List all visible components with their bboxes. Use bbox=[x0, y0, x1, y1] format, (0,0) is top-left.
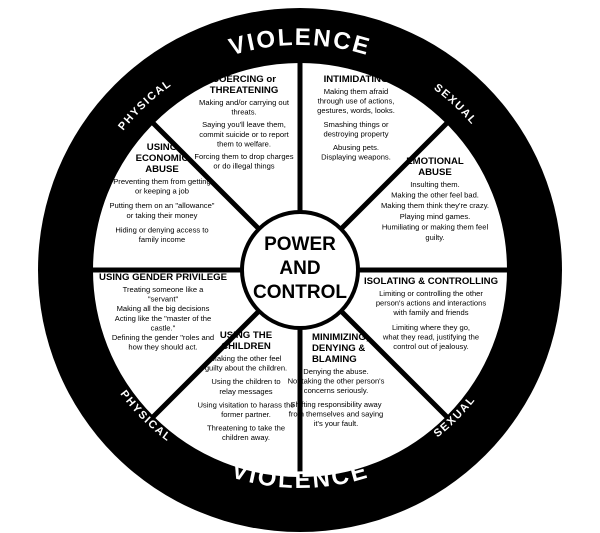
section-text-line: family income bbox=[139, 235, 185, 244]
section-text-line: it's your fault. bbox=[314, 419, 359, 428]
section-title: DENYING & bbox=[312, 343, 365, 354]
section-text-line: Shifting responsibility away bbox=[290, 400, 381, 409]
section-text-line: Making the other feel bad. bbox=[391, 191, 479, 200]
section-text-line: or keeping a job bbox=[135, 187, 189, 196]
hub-line-control: CONTROL bbox=[253, 282, 347, 303]
spoke-top-left bbox=[151, 121, 261, 231]
section-text-line: Treating someone like a bbox=[123, 285, 205, 294]
section-minimizing: MINIMIZING,DENYING &BLAMING Denying the a… bbox=[288, 332, 385, 428]
section-text-line: Making them afraid bbox=[324, 87, 389, 96]
section-text-line: guilty about the children. bbox=[205, 364, 287, 373]
section-text-line: Hiding or denying access to bbox=[115, 225, 208, 234]
section-text-line: former partner. bbox=[221, 410, 271, 419]
section-text-line: Humiliating or making them feel bbox=[382, 222, 489, 231]
section-text-line: Putting them on an "allowance" bbox=[109, 201, 214, 210]
section-title: USING GENDER PRIVILEGE bbox=[99, 272, 228, 283]
section-text-line: Making the other feel bbox=[211, 354, 282, 363]
section-title: ECONOMIC bbox=[136, 153, 189, 164]
center-hub bbox=[240, 210, 360, 330]
section-text-line: relay messages bbox=[219, 387, 272, 396]
section-text-line: "servant" bbox=[148, 295, 179, 304]
section-text-line: Limiting where they go, bbox=[392, 323, 470, 332]
section-text-line: with family and friends bbox=[392, 308, 468, 317]
section-title: MINIMIZING, bbox=[312, 332, 369, 343]
section-text-line: Using the children to bbox=[211, 377, 280, 386]
section-text-line: Smashing things or bbox=[323, 120, 388, 129]
section-title: ISOLATING & CONTROLLING bbox=[364, 276, 498, 287]
section-text-line: Using visitation to harass the bbox=[197, 400, 294, 409]
section-text-line: them to welfare. bbox=[217, 139, 271, 148]
section-text-line: gestures, words, looks. bbox=[317, 106, 395, 115]
section-text-line: or taking their money bbox=[127, 211, 198, 220]
section-text-line: Making them think they're crazy. bbox=[381, 201, 489, 210]
section-text-line: children away. bbox=[222, 433, 270, 442]
section-text-line: Not taking the other person's bbox=[288, 377, 385, 386]
section-text-line: Abusing pets. bbox=[333, 143, 379, 152]
wheel-spokes bbox=[92, 62, 508, 478]
section-title: COERCING or bbox=[212, 74, 276, 85]
section-title: ABUSE bbox=[418, 167, 452, 178]
section-text-line: Forcing them to drop charges bbox=[194, 152, 293, 161]
section-title: USING bbox=[147, 142, 177, 153]
section-text-line: castle." bbox=[151, 323, 176, 332]
section-text-line: Making all the big decisions bbox=[117, 304, 210, 313]
section-title: INTIMIDATING bbox=[324, 74, 389, 85]
section-title: ABUSE bbox=[145, 164, 179, 175]
section-title: BLAMING bbox=[312, 354, 357, 365]
hub-line-power: POWER bbox=[264, 234, 336, 255]
section-text-line: Saying you'll leave them, bbox=[202, 120, 286, 129]
section-text-line: threats. bbox=[231, 108, 256, 117]
section-text-line: Insulting them. bbox=[410, 180, 459, 189]
section-text-line: commit suicide or to report bbox=[199, 130, 289, 139]
section-title: USING THE bbox=[220, 330, 273, 341]
section-text-line: what they read, justifying the bbox=[382, 332, 479, 341]
section-text-line: concerns seriously. bbox=[304, 386, 368, 395]
section-text-line: Threatening to take the bbox=[207, 424, 285, 433]
section-text-line: from themselves and saying bbox=[289, 409, 384, 418]
section-text-line: guilty. bbox=[425, 233, 444, 242]
section-text-line: or do illegal things bbox=[213, 162, 274, 171]
section-text-line: through use of actions, bbox=[318, 97, 395, 106]
section-text-line: control out of jealousy. bbox=[393, 342, 468, 351]
section-text-line: Denying the abuse. bbox=[303, 367, 368, 376]
section-text-line: destroying property bbox=[323, 129, 388, 138]
section-text-line: Preventing them from getting bbox=[113, 177, 211, 186]
hub-line-and: AND bbox=[279, 258, 320, 279]
section-text-line: Making and/or carrying out bbox=[199, 98, 290, 107]
section-title: CHILDREN bbox=[221, 341, 271, 352]
section-title: THREATENING bbox=[210, 85, 279, 96]
spoke-bottom-right bbox=[339, 309, 449, 419]
section-gender: USING GENDER PRIVILEGE Treating someone l… bbox=[99, 272, 228, 352]
section-text-line: Acting like the "master of the bbox=[115, 314, 211, 323]
section-text-line: Limiting or controlling the other bbox=[379, 289, 483, 298]
section-text-line: Displaying weapons. bbox=[321, 153, 391, 162]
section-text-line: how they should act. bbox=[128, 343, 197, 352]
section-text-line: person's actions and interactions bbox=[376, 299, 487, 308]
section-isolating: ISOLATING & CONTROLLING Limiting or contr… bbox=[364, 276, 498, 351]
spoke-top-right bbox=[339, 121, 449, 231]
section-text-line: Defining the gender "roles and bbox=[112, 333, 214, 342]
section-text-line: Playing mind games. bbox=[400, 212, 471, 221]
section-title: EMOTIONAL bbox=[406, 156, 464, 167]
spoke-bottom-left bbox=[151, 309, 261, 419]
